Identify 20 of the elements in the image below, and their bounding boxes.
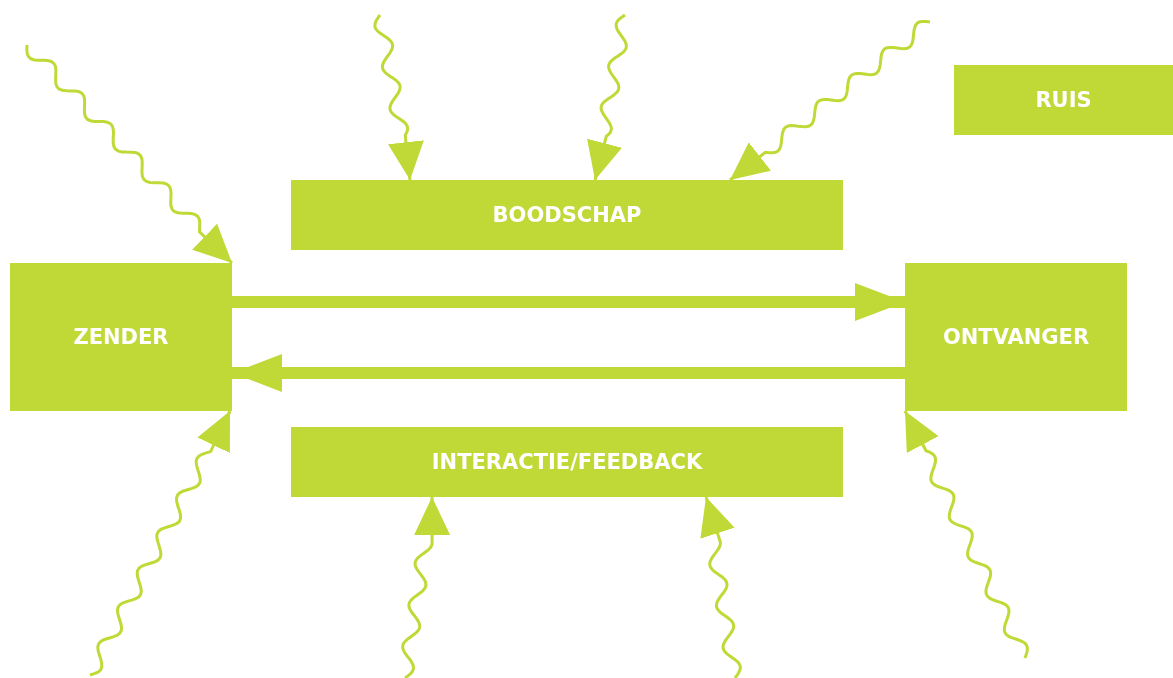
wavy-arrow	[587, 13, 628, 181]
box-label: BOODSCHAP	[492, 203, 642, 227]
label-box	[291, 427, 843, 497]
wavy-arrow	[903, 410, 1029, 659]
wavy-arrow	[25, 44, 234, 265]
label-box	[10, 263, 232, 411]
wavy-arrow	[373, 14, 424, 181]
arrow	[232, 354, 905, 392]
label-box	[905, 263, 1127, 411]
wavy-arrow	[89, 410, 232, 677]
wavy-arrow	[729, 19, 931, 182]
box-label: ZENDER	[73, 325, 169, 349]
label-box	[954, 65, 1173, 135]
box-label: RUIS	[1035, 88, 1092, 112]
wavy-arrow	[401, 497, 451, 678]
arrow	[232, 283, 905, 321]
label-box	[291, 180, 843, 250]
box-label: ONTVANGER	[942, 325, 1090, 349]
wavy-arrow	[700, 496, 742, 678]
box-label: INTERACTIE/FEEDBACK	[431, 450, 703, 474]
